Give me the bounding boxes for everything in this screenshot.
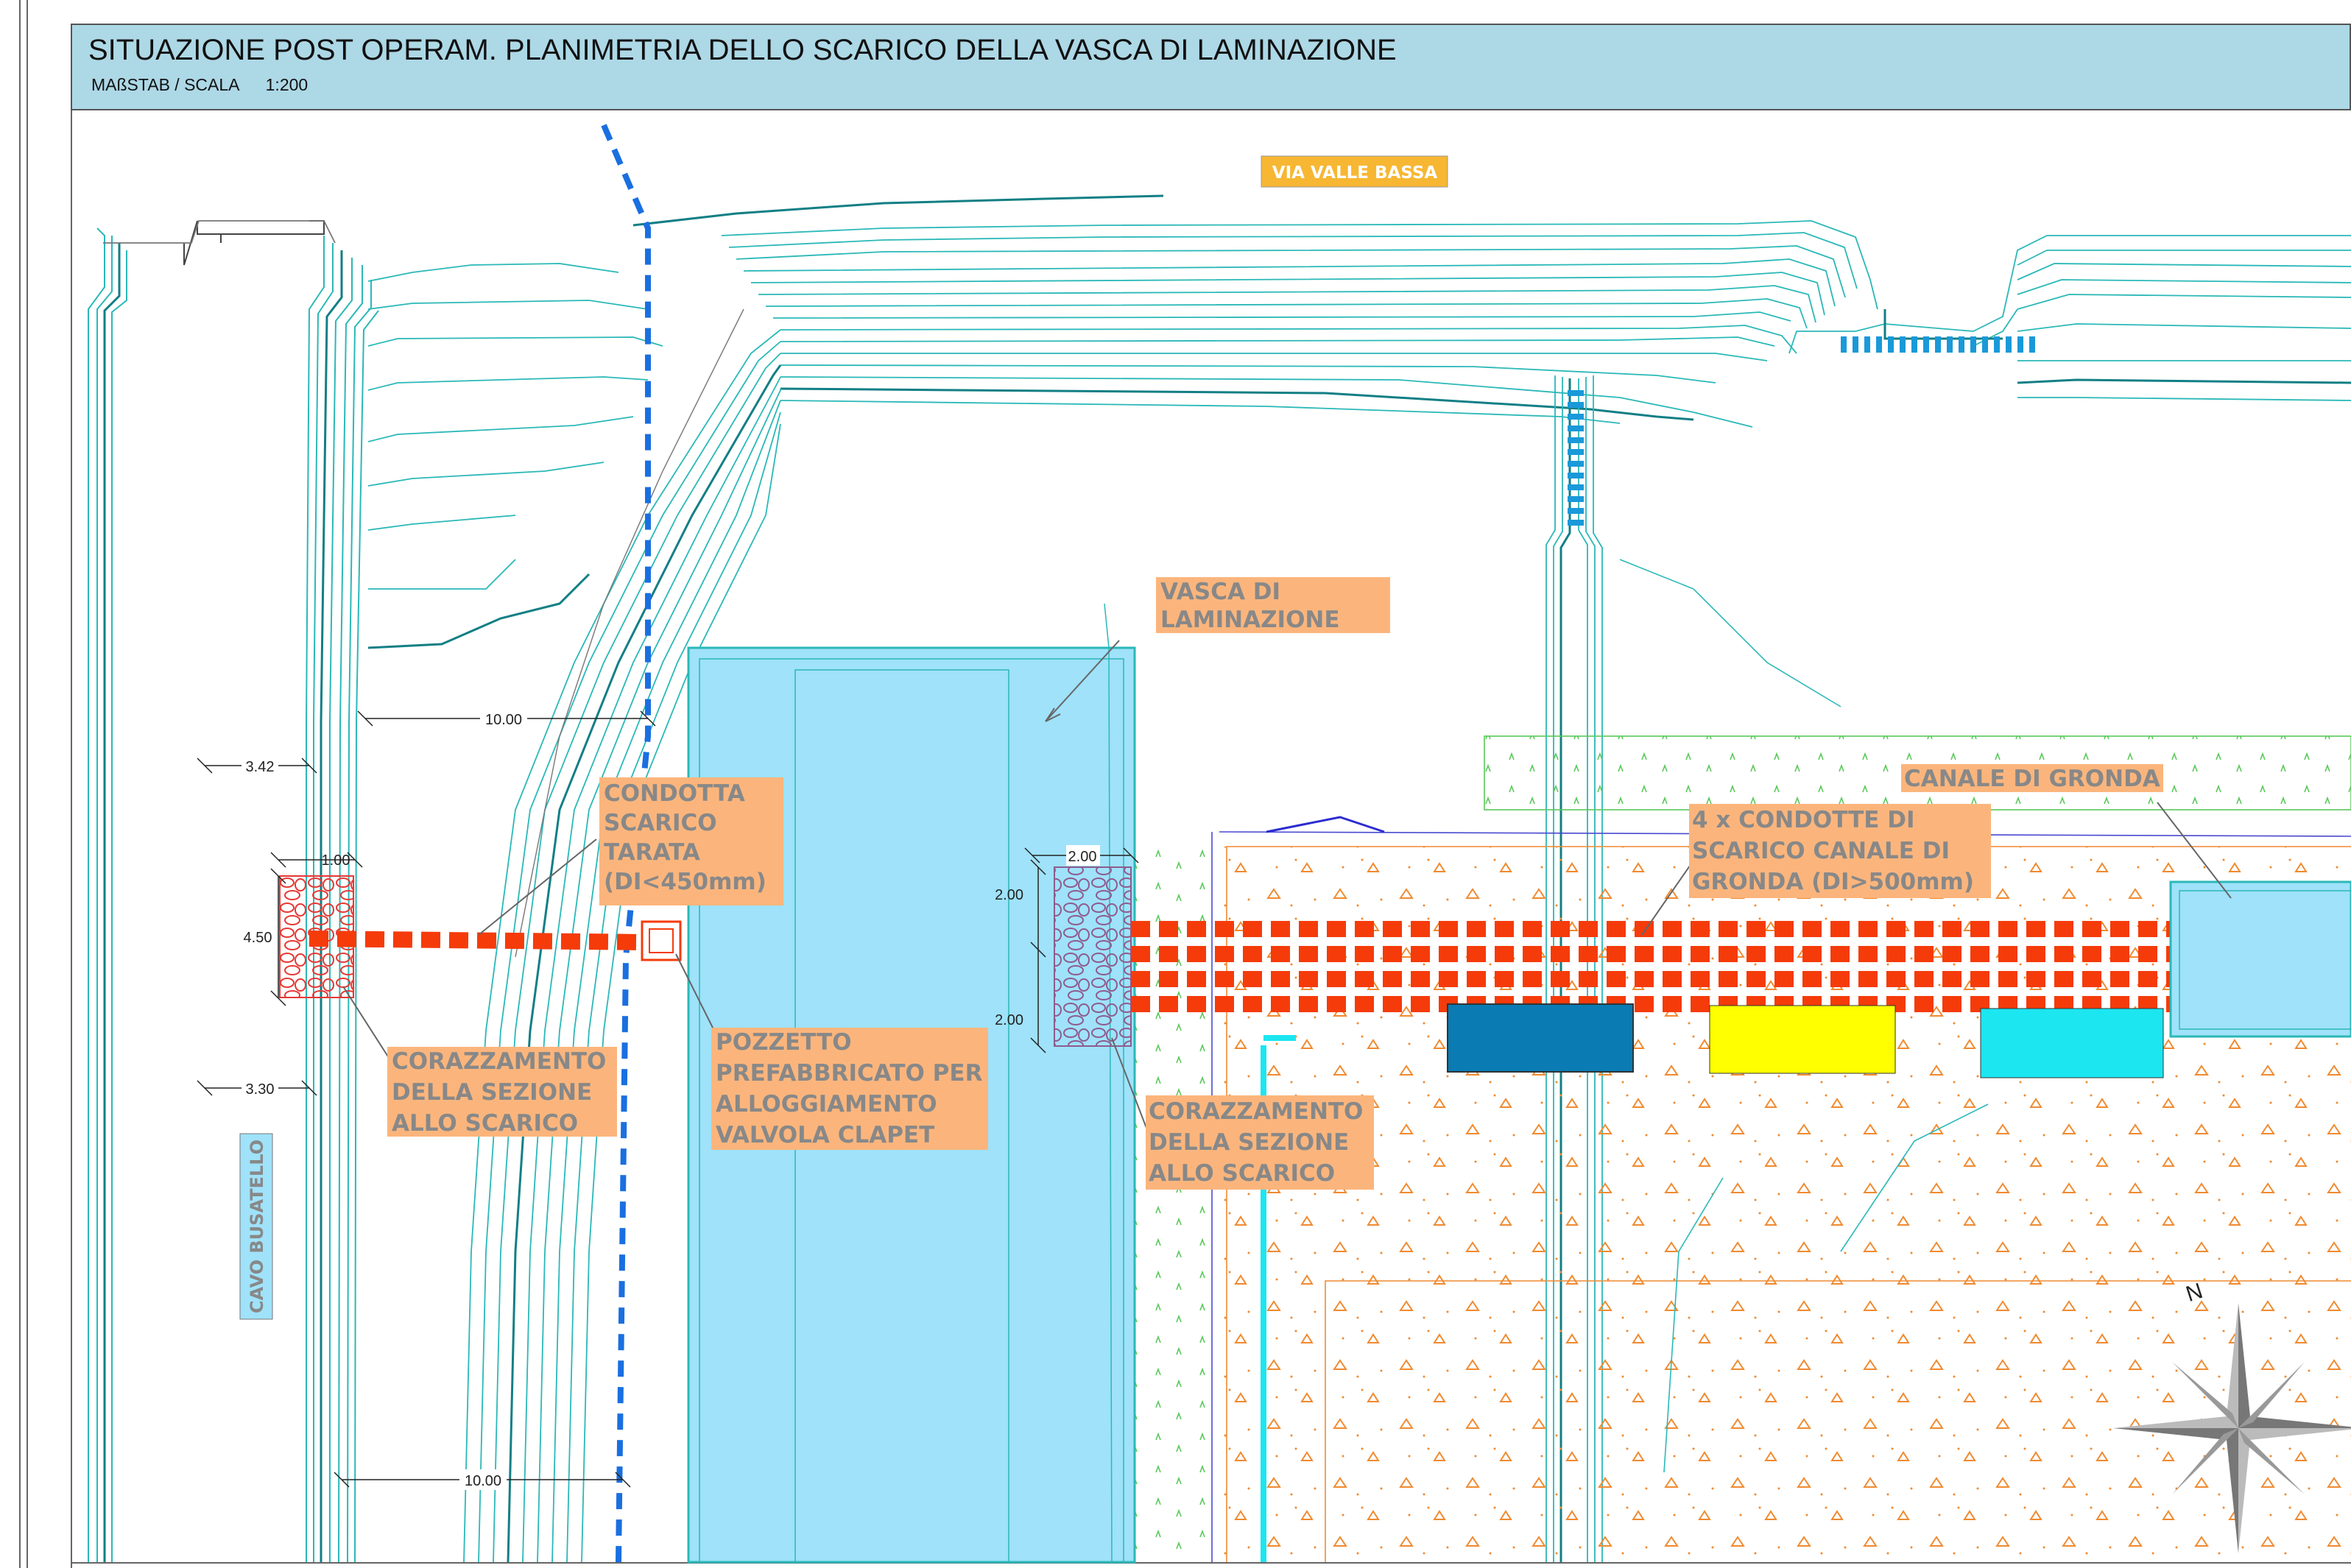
conduits-label-line2: SCARICO CANALE DI	[1692, 838, 1950, 864]
road-name: VIA VALLE BASSA	[1272, 163, 1438, 183]
block-cyan	[1980, 1008, 2164, 1078]
frame-line-bottom	[71, 1562, 2351, 1564]
dim-200-height-a: 2.00	[995, 887, 1023, 903]
label-pipe: CONDOTTA SCARICO TARATA (DI<450mm)	[599, 777, 783, 905]
pipe-label-line1: CONDOTTA	[604, 780, 745, 807]
dim-200-height-b: 2.00	[995, 1012, 1023, 1028]
gutter-conduits	[1131, 921, 2181, 1012]
manhole-label-line1: POZZETTO	[716, 1029, 852, 1056]
block-yellow	[1709, 1005, 1896, 1074]
conduits-label-line3: GRONDA (DI>500mm)	[1692, 869, 1974, 895]
title-bar: SITUAZIONE POST OPERAM. PLANIMETRIA DELL…	[71, 24, 2351, 110]
armor-right-line3: ALLO SCARICO	[1149, 1160, 1335, 1187]
manhole-label-line3: ALLOGGIAMENTO	[716, 1091, 937, 1117]
dim-342: 3.42	[246, 759, 275, 775]
dim-200-width: 2.00	[1068, 849, 1097, 865]
yard-area	[1131, 559, 2351, 1562]
terrain-contours	[103, 194, 2351, 649]
manhole-inner	[649, 928, 674, 953]
drawing-title: SITUAZIONE POST OPERAM. PLANIMETRIA DELL…	[88, 34, 1397, 66]
armor-left-line2: DELLA SEZIONE	[392, 1079, 592, 1106]
basin-label-line2: LAMINAZIONE	[1160, 607, 1340, 633]
block-dark	[1447, 1003, 1634, 1073]
scale-row: MAßSTAB / SCALA 1:200	[91, 75, 308, 95]
north-arrow-icon: N	[2113, 1279, 2351, 1553]
manhole-label-line2: PREFABBRICATO PER	[716, 1060, 983, 1087]
basin-label-line1: VASCA DI	[1160, 579, 1280, 605]
gutter-channel	[2169, 880, 2351, 1038]
dim-450: 4.50	[244, 930, 272, 946]
manhole-square	[641, 920, 682, 961]
conduits-label-line1: 4 x CONDOTTE DI	[1692, 807, 1915, 833]
channel-label: CANALE DI GRONDA	[1904, 766, 2160, 792]
creek-label: CAVO BUSATELLO	[247, 1140, 267, 1313]
manhole-label-line4: VALVOLA CLAPET	[716, 1122, 934, 1148]
pipe-label-line3: TARATA	[604, 839, 700, 866]
label-armor-left: CORAZZAMENTO DELLA SEZIONE ALLO SCARICO	[387, 1047, 617, 1137]
dim-330: 3.30	[246, 1081, 275, 1098]
armor-right-line2: DELLA SEZIONE	[1149, 1129, 1349, 1156]
label-conduits: 4 x CONDOTTE DI SCARICO CANALE DI GRONDA…	[1689, 804, 1991, 898]
pipe-label-line2: SCARICO	[604, 810, 717, 836]
scale-value: 1:200	[265, 75, 309, 94]
dim-100: 1.00	[322, 852, 350, 869]
pipe-label-line4: (DI<450mm)	[604, 869, 766, 895]
frame-line-viewport-left	[71, 24, 72, 1568]
frame-line-left-inner	[27, 0, 28, 1568]
dimension-texts: 10.00 10.00 3.42 3.30 1.00 4.50 2.00 2.0…	[242, 708, 1100, 1490]
armor-left-line3: ALLO SCARICO	[392, 1110, 578, 1137]
leader-lines	[342, 640, 2232, 1134]
label-manhole: POZZETTO PREFABBRICATO PER ALLOGGIAMENTO…	[711, 1028, 988, 1150]
dim-width-bottom: 10.00	[465, 1473, 501, 1489]
armor-left-line1: CORAZZAMENTO	[392, 1048, 606, 1075]
frame-line-left-outer	[19, 0, 21, 1568]
dim-width-top: 10.00	[485, 712, 522, 728]
label-armor-right: CORAZZAMENTO DELLA SEZIONE ALLO SCARICO	[1146, 1095, 1374, 1190]
scale-label: MAßSTAB / SCALA	[91, 75, 239, 94]
label-road: VIA VALLE BASSA	[1261, 155, 1448, 188]
creek-banks	[88, 220, 379, 1563]
label-basin: VASCA DI LAMINAZIONE	[1156, 577, 1390, 633]
armor-right-line1: CORAZZAMENTO	[1149, 1098, 1363, 1125]
riprap-right	[1054, 866, 1132, 1047]
label-creek: CAVO BUSATELLO	[239, 1133, 273, 1320]
label-channel: CANALE DI GRONDA	[1901, 764, 2163, 792]
